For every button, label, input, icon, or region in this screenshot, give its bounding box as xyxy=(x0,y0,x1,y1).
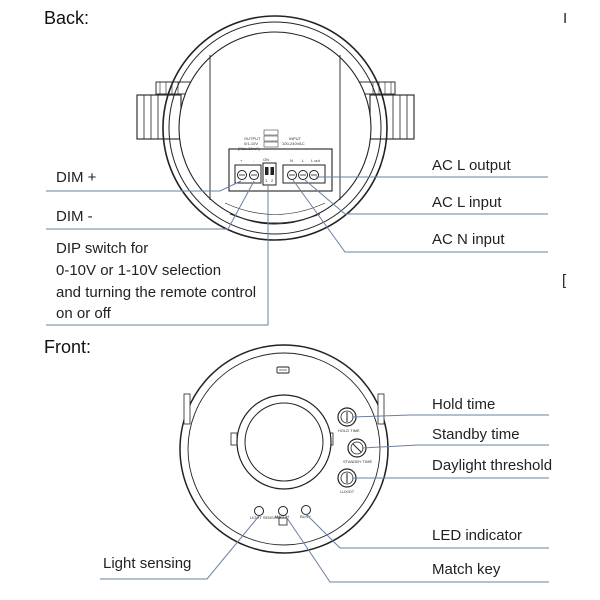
light-sensing-small-label: LIGHT SENSING xyxy=(250,515,281,520)
led-indicator-label: LED indicator xyxy=(432,527,522,544)
dip-text-line-4: on or off xyxy=(56,305,112,322)
front-leader-lines xyxy=(100,414,549,583)
dip-lever-1 xyxy=(265,167,269,175)
lux-small-label: LUX/DT xyxy=(340,489,355,494)
dip-text-line-2: 0-10V or 1-10V selection xyxy=(56,262,221,279)
output-label: OUTPUT xyxy=(244,136,261,141)
front-inner-ring xyxy=(187,352,381,546)
n-mark: N xyxy=(290,158,293,163)
front-heading: Front: xyxy=(44,337,91,357)
terminal-board: OUTPUT 0/1-10V (Max.10mA) INPUT 100-240V… xyxy=(228,129,333,192)
dip-num-1: 1 xyxy=(265,178,268,183)
busy-small-label: BUSY xyxy=(300,514,311,519)
back-mid-ring xyxy=(168,21,382,235)
dim-plus-label: DIM + xyxy=(56,169,97,186)
back-leader-lines xyxy=(46,176,548,326)
back-inner-ring xyxy=(178,31,372,225)
edge-mark-top: I xyxy=(563,10,567,27)
daylight-threshold-label: Daylight threshold xyxy=(432,457,552,474)
daylight-threshold-knob[interactable]: LUX/DT xyxy=(337,468,357,494)
back-outer-ring xyxy=(162,15,388,241)
plus-mark: + xyxy=(240,158,243,163)
l-mark: L xyxy=(302,158,305,163)
front-view-device: HOLD TIME STANDBY TIME LUX/DT LIGHT SENS… xyxy=(179,344,389,554)
lout-mark: L out xyxy=(311,158,321,163)
input-range-label: 100-240VAC xyxy=(282,141,305,146)
back-view-device: OUTPUT 0/1-10V (Max.10mA) INPUT 100-240V… xyxy=(136,15,415,241)
standby-time-label: Standby time xyxy=(432,426,520,443)
output-max-label: (Max.10mA) xyxy=(238,146,260,151)
standby-time-small-label: STANDBY TIME xyxy=(343,459,372,464)
standby-time-knob[interactable]: STANDBY TIME xyxy=(343,438,372,464)
hold-time-label: Hold time xyxy=(432,396,495,413)
pir-lens xyxy=(244,402,324,482)
dip-num-2: 2 xyxy=(271,178,274,183)
hold-time-small-label: HOLD TIME xyxy=(338,428,360,433)
ac-l-input-label: AC L input xyxy=(432,194,502,211)
dip-lever-2 xyxy=(270,167,274,175)
dim-minus-label: DIM - xyxy=(56,208,93,225)
minus-mark: - xyxy=(253,158,255,163)
match-key-button[interactable]: MATCH xyxy=(275,506,289,526)
ac-l-output-label: AC L output xyxy=(432,157,511,174)
ac-n-input-label: AC N input xyxy=(432,231,505,248)
input-label: INPUT xyxy=(289,136,302,141)
light-sensing-window: LIGHT SENSING xyxy=(250,506,281,520)
output-range-label: 0/1-10V xyxy=(244,141,258,146)
dip-text-line-3: and turning the remote control xyxy=(56,284,256,301)
edge-mark-mid: [ xyxy=(562,272,567,289)
back-heading: Back: xyxy=(44,8,89,28)
dip-on-label: ON xyxy=(263,157,269,162)
light-sensing-label: Light sensing xyxy=(103,555,191,572)
dip-text-line-1: DIP switch for xyxy=(56,240,148,257)
match-small-label: MATCH xyxy=(275,514,289,519)
match-key-label: Match key xyxy=(432,561,501,578)
